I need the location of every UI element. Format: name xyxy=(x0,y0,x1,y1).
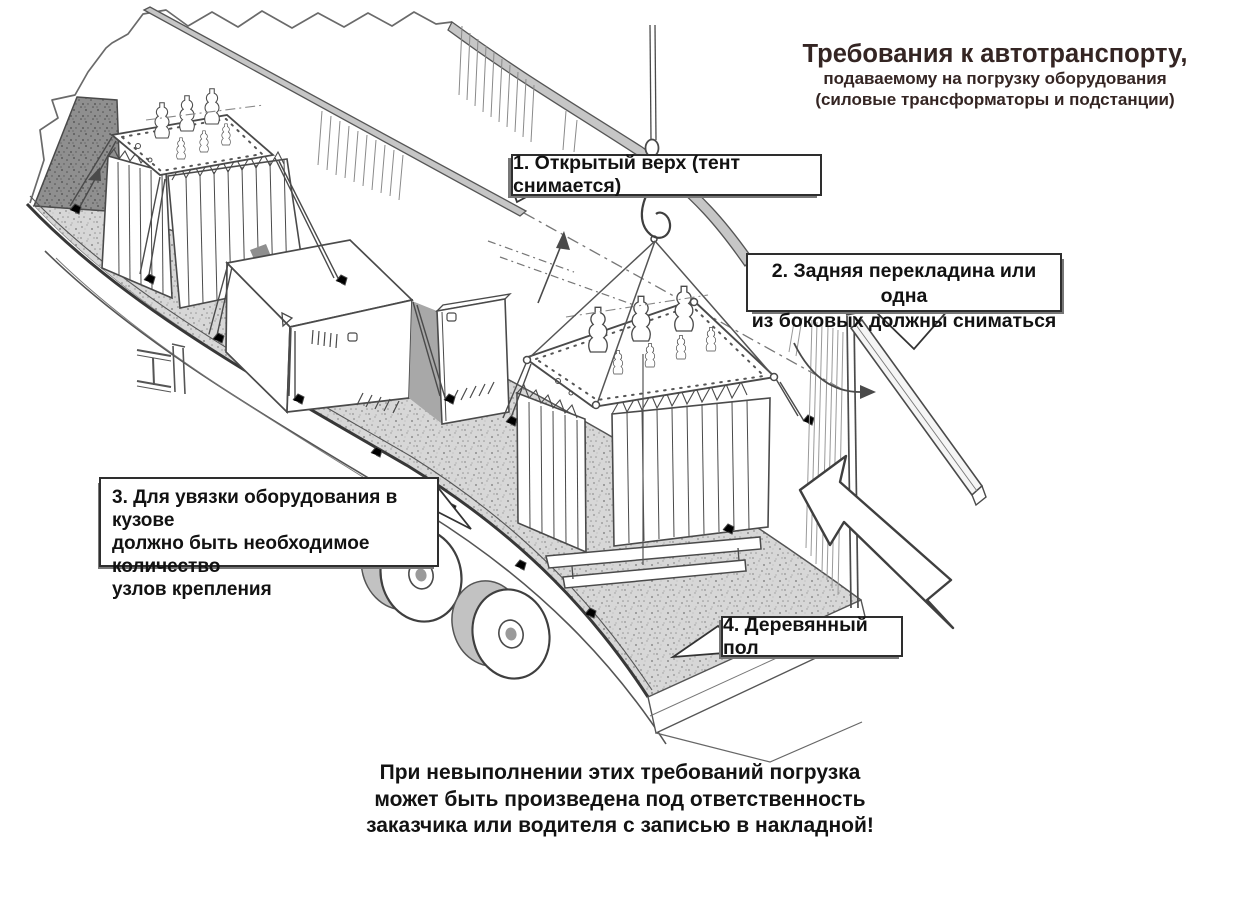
up-arrow xyxy=(537,231,570,304)
callout-lashing-line-1: 3. Для увязки оборудования в кузове xyxy=(112,487,398,531)
removed-crossbar xyxy=(849,318,987,507)
page-title: Требования к автотранспорту, подаваемому… xyxy=(780,40,1210,110)
transformer-lifted-bushings xyxy=(565,285,717,375)
title-line-3: (силовые трансформаторы и подстанции) xyxy=(815,90,1175,109)
footer-warning: При невыполнении этих требований погрузк… xyxy=(310,760,930,840)
callout-wooden-floor: 4. Деревянный пол xyxy=(721,613,903,659)
big-block-arrow xyxy=(798,454,955,630)
footer-line-1: При невыполнении этих требований погрузк… xyxy=(379,761,861,784)
callout-crossbar: 2. Задняя перекладина или одна из боковы… xyxy=(746,253,1062,332)
callout-crossbar-line-2: из боковых должны сниматься xyxy=(751,310,1057,332)
removed-side-panel xyxy=(435,293,512,425)
callout-crossbar-line-1: 2. Задняя перекладина или одна xyxy=(771,260,1037,307)
callout-lashing: 3. Для увязки оборудования в кузове долж… xyxy=(99,477,439,600)
torn-paper-edge xyxy=(29,9,453,204)
rotation-arrow xyxy=(793,342,876,399)
sling-ropes xyxy=(522,240,779,565)
crane-hook xyxy=(640,195,672,243)
stanchion-ghost-lines xyxy=(788,315,844,596)
title-line-2: подаваемому на погрузку оборудования xyxy=(823,69,1167,88)
crane-cable xyxy=(644,24,660,158)
transformer-lifted-fins-right xyxy=(611,380,771,547)
callout-lashing-line-2: должно быть необходимое количество xyxy=(112,533,370,577)
shadow-gap-2 xyxy=(409,301,441,423)
substation-box xyxy=(225,239,414,414)
transformer-front-lid xyxy=(109,114,276,176)
transformer-lifted-fins-left xyxy=(516,383,587,554)
side-rail-top xyxy=(447,21,753,268)
transformer-front-fins-left xyxy=(101,147,173,300)
hatching-under-rails xyxy=(317,25,578,201)
footer-line-2: может быть произведена под ответственнос… xyxy=(374,787,866,811)
transformer-lifted-skids xyxy=(545,536,762,589)
title-line-1: Требования к автотранспорту, xyxy=(802,40,1188,68)
rear-stanchion xyxy=(845,312,859,609)
trailer-underframe xyxy=(136,343,186,395)
tie-down-ropes xyxy=(69,136,805,424)
footer-line-3: заказчика или водителя с записью в накла… xyxy=(366,814,874,837)
tent-ghost-lines xyxy=(487,240,649,311)
transformer-lifted xyxy=(516,285,778,589)
callout-open-top-text: 1. Открытый верх (тент снимается) xyxy=(513,152,741,197)
callout-wooden-floor-text: 4. Деревянный пол xyxy=(723,613,868,659)
callout-lashing-line-3: узлов крепления xyxy=(112,579,272,600)
callout-open-top: 1. Открытый верх (тент снимается) xyxy=(511,152,822,197)
